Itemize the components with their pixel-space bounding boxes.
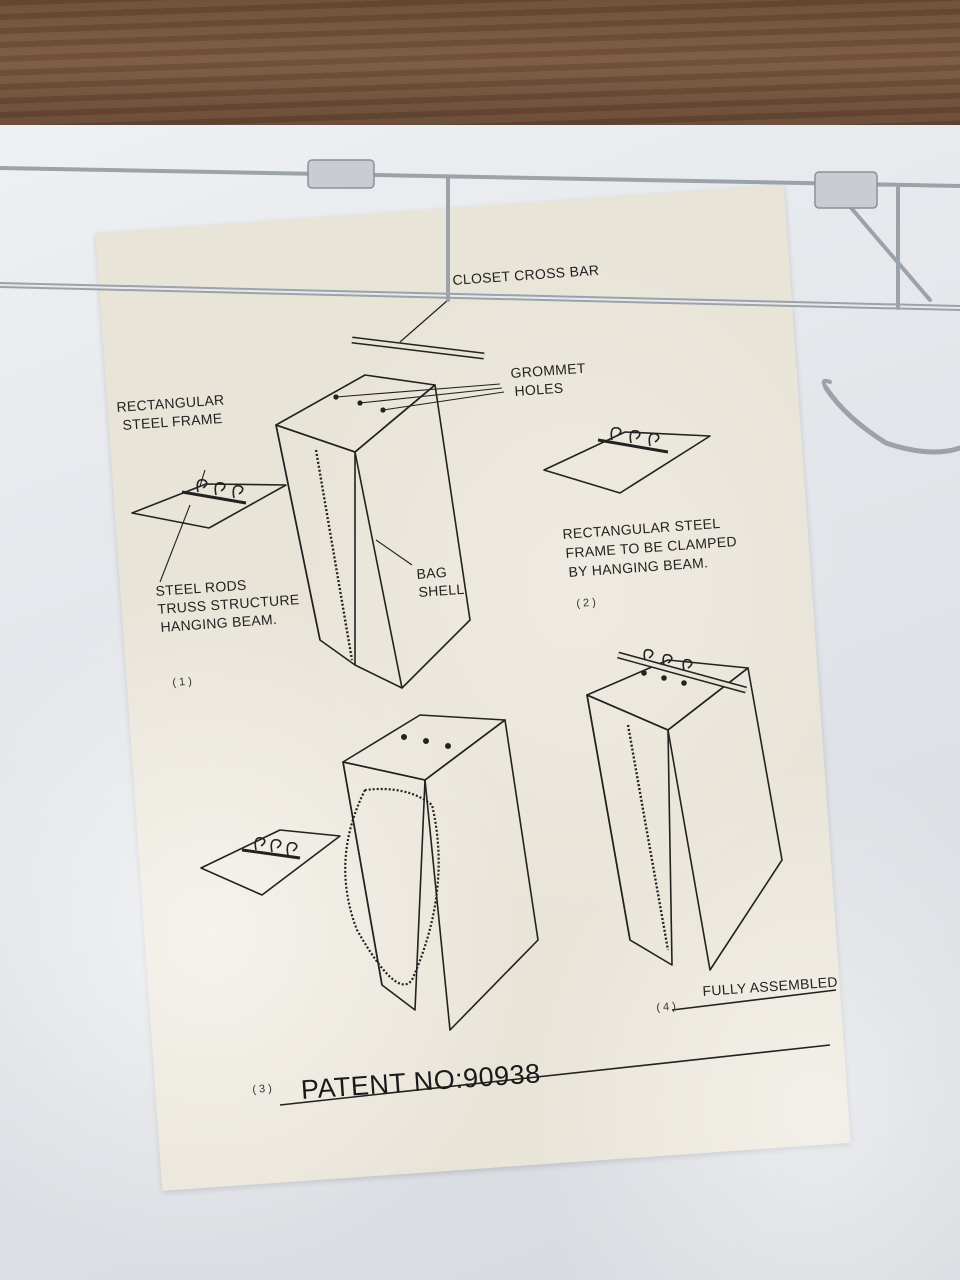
steel-frame-step1	[131, 469, 287, 583]
bag-shell-step3	[342, 714, 539, 1031]
bag-assembled-step4	[586, 648, 783, 971]
bag-shell-step1	[275, 374, 505, 689]
step-1-number: (1)	[172, 675, 196, 689]
closet-cross-bar-drawing	[351, 299, 485, 360]
step-4-number: (4)	[656, 1000, 680, 1014]
metal-hanger-rack	[0, 166, 960, 455]
step-3-number: (3)	[252, 1082, 276, 1096]
bag-shell-label-line1: BAG	[416, 563, 448, 582]
step-2-number: (2)	[576, 596, 600, 610]
steel-frame-step3	[200, 829, 341, 896]
bag-shell-label-line2: SHELL	[418, 580, 465, 600]
grommet-holes-label-line2: HOLES	[514, 379, 564, 399]
metal-clip-right	[814, 171, 878, 209]
metal-clip-left	[307, 159, 375, 189]
steel-frame-step2	[543, 426, 711, 494]
